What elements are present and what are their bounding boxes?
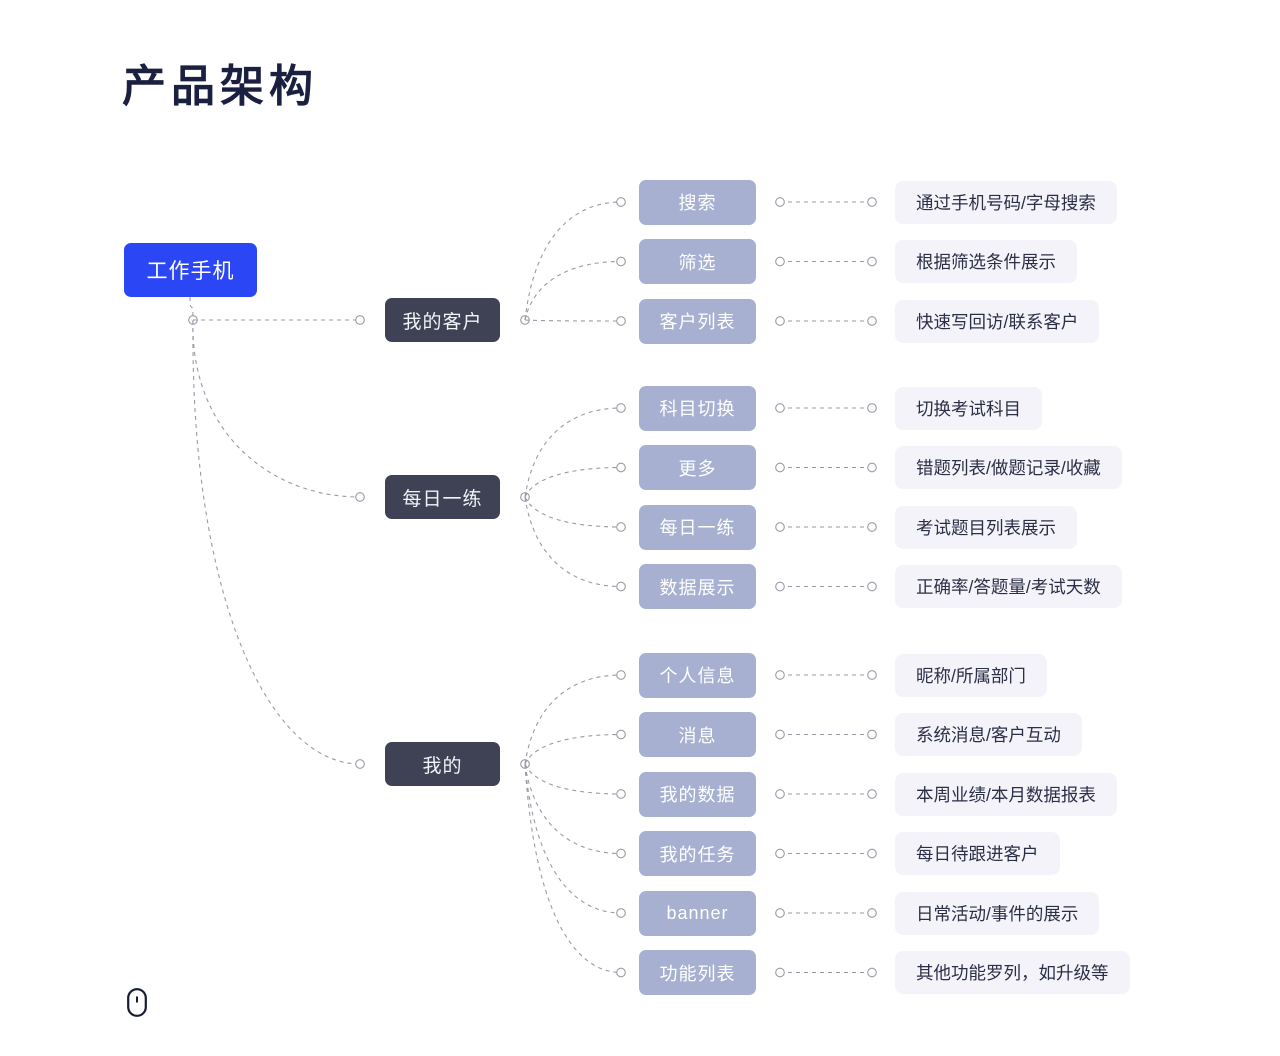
feature-node[interactable]: 消息: [639, 712, 756, 757]
feature-description: 考试题目列表展示: [895, 505, 1077, 549]
feature-description: 日常活动/事件的展示: [895, 891, 1100, 935]
feature-description: 根据筛选条件展示: [895, 240, 1077, 283]
feature-description: 每日待跟进客户: [895, 832, 1060, 875]
feature-description: 正确率/答题量/考试天数: [895, 565, 1122, 608]
root-node[interactable]: 工作手机: [124, 243, 257, 297]
feature-node[interactable]: 数据展示: [639, 564, 756, 609]
feature-node[interactable]: 搜索: [639, 179, 756, 225]
feature-node[interactable]: 个人信息: [639, 652, 756, 698]
feature-description: 错题列表/做题记录/收藏: [895, 446, 1122, 489]
feature-description: 其他功能罗列，如升级等: [895, 951, 1130, 994]
feature-node[interactable]: 我的数据: [639, 771, 756, 817]
feature-description: 昵称/所属部门: [895, 653, 1047, 697]
feature-node[interactable]: 客户列表: [639, 298, 756, 344]
branch-node-2[interactable]: 每日一练: [385, 475, 500, 519]
feature-description: 本周业绩/本月数据报表: [895, 772, 1117, 816]
feature-description: 系统消息/客户互动: [895, 713, 1082, 756]
feature-node[interactable]: 我的任务: [639, 831, 756, 876]
branch-node-1[interactable]: 我的客户: [385, 298, 500, 342]
branch-node-3[interactable]: 我的: [385, 742, 500, 786]
feature-description: 快速写回访/联系客户: [895, 299, 1100, 343]
feature-node[interactable]: banner: [639, 890, 756, 936]
feature-node[interactable]: 更多: [639, 445, 756, 490]
feature-node[interactable]: 功能列表: [639, 950, 756, 995]
feature-description: 切换考试科目: [895, 386, 1042, 430]
feature-node[interactable]: 科目切换: [639, 385, 756, 431]
page-title: 产品架构: [122, 62, 318, 111]
feature-node[interactable]: 筛选: [639, 239, 756, 284]
mouse-icon: [127, 988, 147, 1017]
feature-description: 通过手机号码/字母搜索: [895, 180, 1117, 224]
feature-node[interactable]: 每日一练: [639, 504, 756, 550]
